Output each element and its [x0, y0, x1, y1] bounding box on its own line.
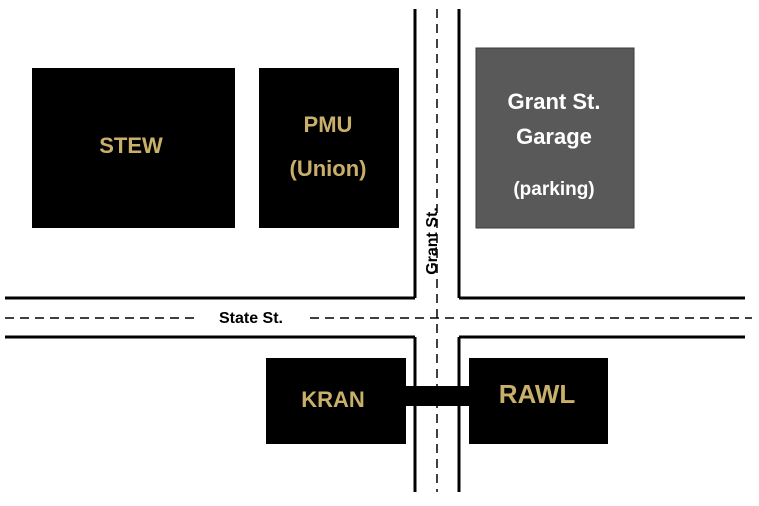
- stew-footprint: [32, 68, 235, 228]
- kran-label: KRAN: [301, 387, 365, 412]
- building-rawl[interactable]: RAWL: [469, 358, 608, 444]
- rawl-label: RAWL: [499, 379, 576, 409]
- state-street-label: State St.: [219, 310, 283, 327]
- pmu-label-line1: PMU: [304, 112, 353, 137]
- stew-label: STEW: [99, 133, 163, 158]
- building-kran[interactable]: KRAN: [266, 358, 406, 444]
- kran-rawl-skywalk: [405, 386, 471, 406]
- pmu-label-line2: (Union): [290, 156, 367, 181]
- garage-label-line2: Garage: [516, 124, 592, 149]
- grant-street-label: Grant St.: [424, 207, 441, 275]
- state-street: [5, 296, 752, 339]
- rawl-footprint: [469, 358, 608, 444]
- kran-footprint: [266, 358, 406, 444]
- garage-label-line1: Grant St.: [508, 89, 601, 114]
- building-grant-st-garage[interactable]: Grant St. Garage (parking): [475, 47, 635, 229]
- building-pmu[interactable]: PMU (Union): [259, 68, 399, 228]
- garage-footprint: [475, 47, 635, 229]
- pmu-footprint: [259, 68, 399, 228]
- building-stew[interactable]: STEW: [32, 68, 235, 228]
- grant-street: [413, 9, 461, 492]
- garage-label-line3: (parking): [513, 179, 594, 200]
